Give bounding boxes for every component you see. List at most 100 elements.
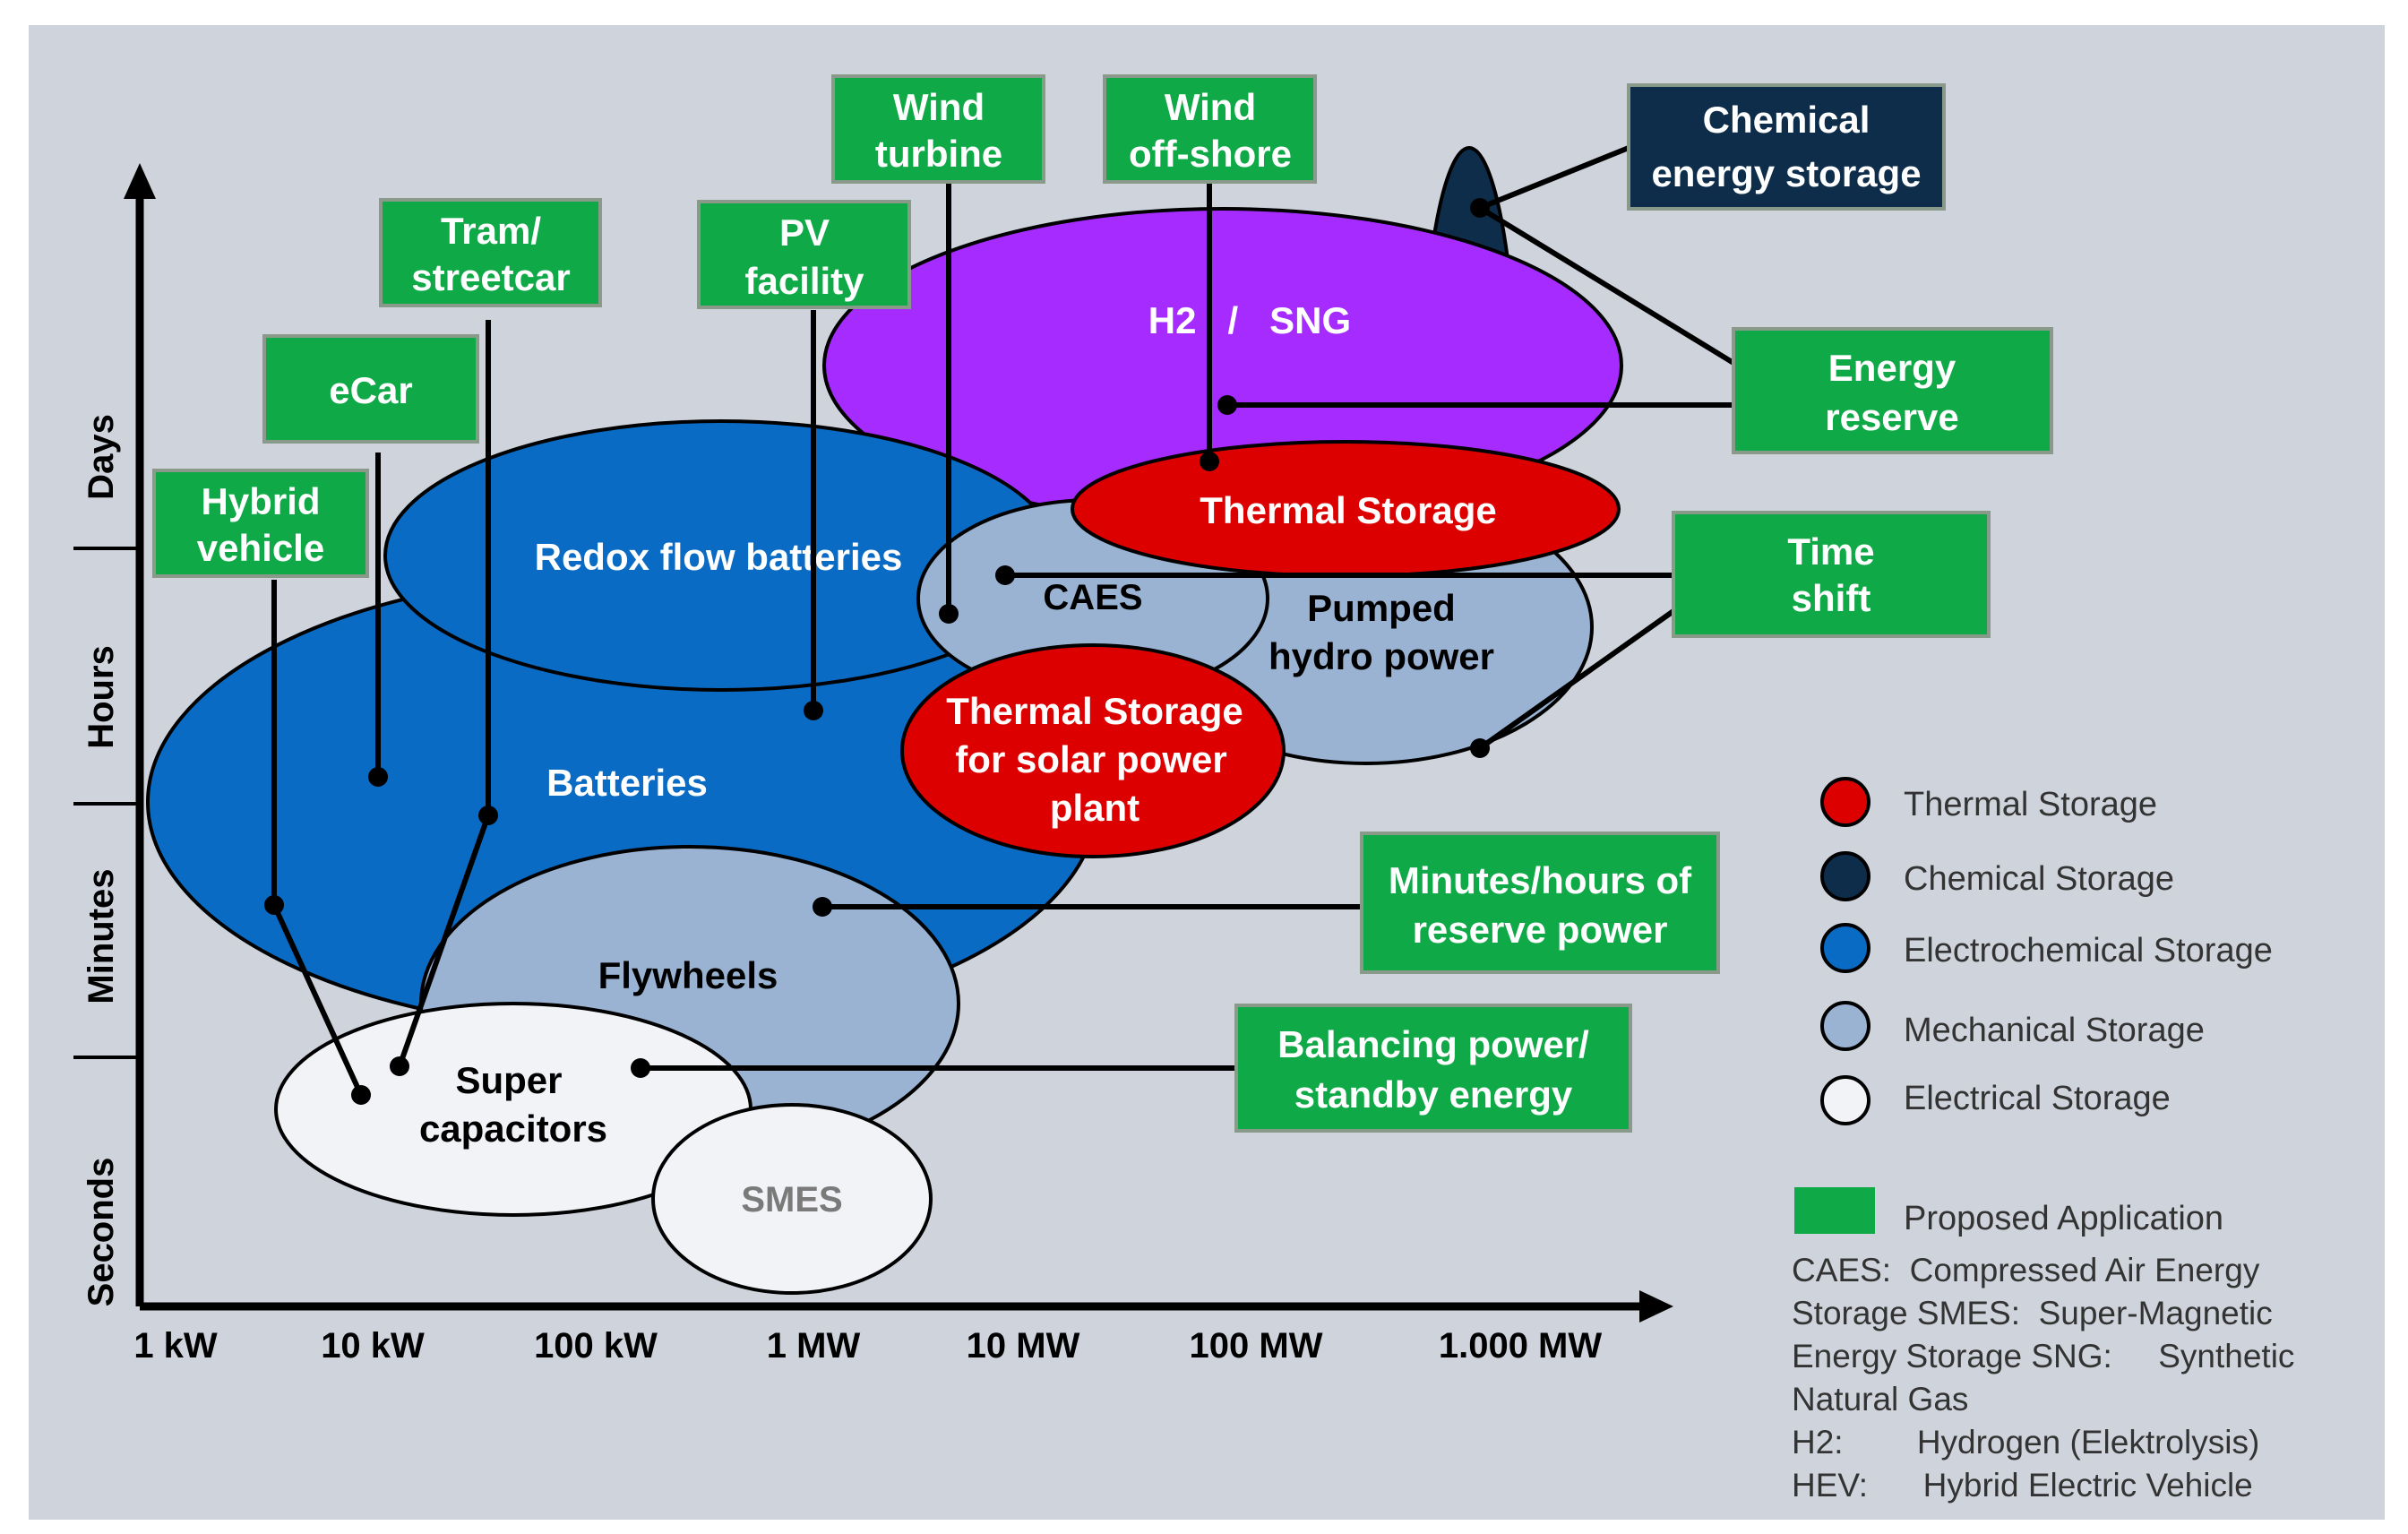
app-tram-line2: streetcar xyxy=(411,256,570,298)
y-label-hours: Hours xyxy=(82,645,121,749)
caes-label: CAES xyxy=(1043,578,1142,617)
legend-swatch-proposed xyxy=(1794,1187,1875,1234)
app-energy-reserve-line1: Energy xyxy=(1828,347,1956,389)
connector-time-shift-chemical xyxy=(1478,608,1675,751)
app-minutes-hours-line1: Minutes/hours of xyxy=(1389,859,1692,901)
app-wind-offshore: Wind off-shore xyxy=(1103,74,1317,184)
thermal-solar-label-line1: Thermal Storage xyxy=(946,690,1243,732)
connector-chemical-storage xyxy=(1478,145,1630,211)
thermal-storage-label: Thermal Storage xyxy=(1200,489,1496,531)
app-ecar-label: eCar xyxy=(329,369,412,411)
app-wind-turbine-line1: Wind xyxy=(893,86,985,128)
note-line-5: H2: Hydrogen (Elektrolysis) xyxy=(1792,1424,2259,1461)
app-pv: PV facility xyxy=(697,200,911,309)
technology-ellipses xyxy=(146,146,1623,1295)
app-hybrid-vehicle: Hybrid vehicle xyxy=(152,469,369,578)
dot-pv xyxy=(804,701,823,720)
app-hybrid-vehicle-line1: Hybrid xyxy=(201,480,320,522)
y-label-days: Days xyxy=(82,414,121,500)
app-hybrid-vehicle-line2: vehicle xyxy=(197,527,324,569)
dot-caes xyxy=(995,565,1015,585)
application-boxes: Hybrid vehicle eCar Tram/ streetcar PV f… xyxy=(152,74,2053,1133)
note-line-6: HEV: Hybrid Electric Vehicle xyxy=(1792,1467,2253,1504)
dot-h2 xyxy=(1217,395,1237,415)
thermal-solar-label-line2: for solar power xyxy=(955,738,1226,780)
legend-swatch-chemical xyxy=(1820,851,1870,901)
legend-label-mechanical: Mechanical Storage xyxy=(1904,1012,2205,1049)
app-wind-offshore-line2: off-shore xyxy=(1129,133,1292,175)
app-chemical-storage-line2: energy storage xyxy=(1651,152,1921,194)
x-label-10kw: 10 kW xyxy=(321,1326,425,1366)
note-line-3: Energy Storage SNG: Synthetic xyxy=(1792,1338,2294,1375)
legend-swatch-mechanical xyxy=(1820,1001,1870,1051)
x-axis-arrow xyxy=(1639,1290,1673,1323)
app-pv-line2: facility xyxy=(744,260,864,302)
x-label-100mw: 100 MW xyxy=(1190,1326,1323,1366)
x-label-10mw: 10 MW xyxy=(967,1326,1080,1366)
connector-hybrid-diagonal xyxy=(271,903,364,1097)
app-balancing: Balancing power/ standby energy xyxy=(1234,1004,1632,1133)
legend-label-proposed: Proposed Application xyxy=(1904,1200,2223,1237)
h2-sng-label: H2 / SNG xyxy=(1148,299,1351,341)
legend-label-chemical: Chemical Storage xyxy=(1904,860,2174,898)
app-balancing-line1: Balancing power/ xyxy=(1277,1023,1589,1065)
dot-flywheels xyxy=(813,897,832,917)
legend-label-electrochemical: Electrochemical Storage xyxy=(1904,932,2273,970)
note-line-2: Storage SMES: Super-Magnetic xyxy=(1792,1295,2273,1331)
thermal-solar-label-line3: plant xyxy=(1050,787,1140,829)
app-time-shift: Time shift xyxy=(1672,511,1991,638)
legend-label-thermal: Thermal Storage xyxy=(1904,786,2157,823)
dot-tram-supercaps xyxy=(390,1056,409,1076)
app-wind-turbine: Wind turbine xyxy=(831,74,1045,184)
app-ecar: eCar xyxy=(262,334,479,444)
dot-wind-turbine xyxy=(939,604,959,624)
app-energy-reserve: Energy reserve xyxy=(1732,327,2053,454)
app-wind-offshore-line1: Wind xyxy=(1165,86,1256,128)
dot-hybrid-supercaps xyxy=(351,1085,371,1105)
abbreviation-notes: CAES: Compressed Air Energy Storage SMES… xyxy=(1792,1252,2294,1504)
legend: Thermal Storage Chemical Storage Electro… xyxy=(1794,777,2273,1237)
y-label-minutes: Minutes xyxy=(82,868,121,1004)
y-axis-labels: Seconds Minutes Hours Days xyxy=(82,414,121,1306)
super-capacitors-label-line2: capacitors xyxy=(419,1107,607,1150)
note-line-1: CAES: Compressed Air Energy xyxy=(1792,1252,2260,1288)
pumped-hydro-label-line1: Pumped xyxy=(1307,587,1456,629)
super-capacitors-label-line1: Super xyxy=(455,1059,562,1101)
connector-tram-diagonal xyxy=(397,814,491,1068)
note-line-4: Natural Gas xyxy=(1792,1381,1968,1418)
dot-supercaps xyxy=(631,1058,650,1078)
connector-dots xyxy=(264,198,1490,1105)
app-time-shift-line1: Time xyxy=(1787,530,1874,573)
connector-lines xyxy=(271,145,1735,1097)
x-label-1mw: 1 MW xyxy=(767,1326,861,1366)
connector-energy-reserve-chemical xyxy=(1478,205,1735,366)
x-label-1kw: 1 kW xyxy=(133,1326,218,1366)
app-tram-line1: Tram/ xyxy=(441,210,541,252)
x-axis-labels: 1 kW 10 kW 100 kW 1 MW 10 MW 100 MW 1.00… xyxy=(133,1326,1602,1366)
legend-label-electrical: Electrical Storage xyxy=(1904,1080,2171,1117)
app-balancing-line2: standby energy xyxy=(1294,1073,1573,1116)
technology-labels: H2 / SNG Redox flow batteries Batteries … xyxy=(419,299,1497,1219)
x-label-100kw: 100 kW xyxy=(534,1326,658,1366)
dot-hybrid-batteries xyxy=(264,895,284,915)
smes-label: SMES xyxy=(741,1180,842,1219)
dot-chemical-top xyxy=(1470,198,1490,218)
dot-wind-offshore xyxy=(1200,452,1219,471)
app-tram: Tram/ streetcar xyxy=(379,198,602,307)
dot-tram-batteries xyxy=(478,806,498,825)
x-label-1000mw: 1.000 MW xyxy=(1439,1326,1603,1366)
flywheels-label: Flywheels xyxy=(598,954,778,996)
app-energy-reserve-line2: reserve xyxy=(1825,396,1958,438)
app-minutes-hours-line2: reserve power xyxy=(1413,909,1668,951)
dot-ecar xyxy=(368,767,388,787)
app-chemical-storage-line1: Chemical xyxy=(1703,99,1870,141)
dot-chemical-bottom xyxy=(1470,738,1490,758)
thermal-solar-ellipse xyxy=(900,643,1286,858)
y-axis-arrow xyxy=(124,163,156,199)
app-chemical-storage: Chemical energy storage xyxy=(1627,83,1946,211)
y-label-seconds: Seconds xyxy=(82,1158,121,1307)
legend-swatch-electrical xyxy=(1820,1075,1870,1125)
app-wind-turbine-line2: turbine xyxy=(875,133,1002,175)
smes-ellipse xyxy=(651,1103,933,1295)
